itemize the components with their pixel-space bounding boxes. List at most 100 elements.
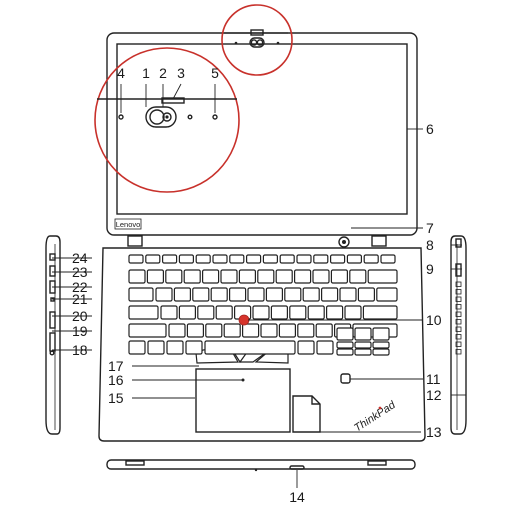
callout-17: 17 [108, 358, 124, 374]
keyboard-key [354, 341, 372, 349]
keyboard-key [229, 254, 245, 264]
fingerprint-reader [340, 373, 351, 384]
keyboard-key [166, 340, 184, 355]
callout-24: 24 [72, 250, 88, 266]
trackpoint [238, 314, 250, 326]
keyboard-key [246, 254, 262, 264]
keyboard-key [321, 287, 339, 302]
keyboard-key [265, 287, 283, 302]
keyboard-key [270, 305, 288, 320]
keyboard-key [160, 305, 178, 320]
callout-14: 14 [289, 489, 305, 505]
keyboard-key [128, 269, 146, 284]
vent-slot [455, 319, 462, 325]
keyboard-key [145, 254, 161, 264]
keyboard-key [197, 305, 215, 320]
callout-4: 4 [117, 65, 125, 81]
keyboard-key [307, 305, 325, 320]
keyboard-keys [128, 254, 398, 356]
callout-15: 15 [108, 390, 124, 406]
keyboard-key [183, 269, 201, 284]
keyboard-key [336, 348, 354, 356]
keyboard-key [344, 305, 362, 320]
keyboard-key [326, 305, 344, 320]
keyboard-key [372, 327, 390, 341]
keyboard-key [128, 323, 167, 338]
keyboard-key [363, 254, 379, 264]
vent-slot [455, 311, 462, 317]
keyboard-key [380, 254, 396, 264]
keyboard-key [297, 340, 315, 355]
vent-slot [455, 326, 462, 332]
keyboard-key [349, 269, 367, 284]
vent-slot [455, 304, 462, 310]
keyboard-key [128, 305, 159, 320]
keyboard-key [229, 287, 247, 302]
callout-labels: 1 2 3 4 5 6 7 8 9 10 11 12 13 14 15 16 1… [72, 65, 442, 505]
keyboard-key [220, 269, 238, 284]
vent-slot [455, 281, 462, 287]
lenovo-logo-box [114, 218, 142, 230]
keyboard-key [202, 269, 220, 284]
keyboard-key [330, 269, 348, 284]
callout-21: 21 [72, 291, 88, 307]
keyboard-key [354, 348, 372, 356]
keyboard-key [178, 305, 196, 320]
display-lid: Lenovo [106, 32, 418, 247]
keyboard-key [205, 323, 223, 338]
keyboard-key [354, 327, 372, 341]
keyboard-key [223, 323, 241, 338]
right-hinge [371, 235, 387, 247]
callout-9: 9 [426, 261, 434, 277]
camera-top-magnifier [221, 4, 293, 76]
callout-13: 13 [426, 424, 442, 440]
keyboard-key [297, 323, 315, 338]
vent-slot [455, 289, 462, 295]
vent-slot [455, 334, 462, 340]
callout-7: 7 [426, 220, 434, 236]
callout-1: 1 [142, 65, 150, 81]
keyboard-key [339, 287, 357, 302]
keyboard-key [146, 269, 164, 284]
callout-8: 8 [426, 237, 434, 253]
touchpad [195, 368, 291, 433]
keyboard-key [294, 269, 312, 284]
keyboard-key [204, 340, 296, 355]
keyboard-key [168, 323, 186, 338]
vent-slot [455, 349, 462, 355]
callout-20: 20 [72, 308, 88, 324]
callout-5: 5 [211, 65, 219, 81]
callout-6: 6 [426, 121, 434, 137]
callout-18: 18 [72, 342, 88, 358]
keyboard-key [215, 305, 233, 320]
keyboard-key [212, 254, 228, 264]
keyboard-key [262, 254, 278, 264]
keyboard-key [279, 254, 295, 264]
keyboard-key [336, 327, 354, 341]
power-button [338, 236, 350, 248]
keyboard-key [260, 323, 278, 338]
keyboard-key [284, 287, 302, 302]
keyboard-key [372, 348, 390, 356]
keyboard-key [289, 305, 307, 320]
left-hinge [127, 235, 143, 247]
callout-12: 12 [426, 387, 442, 403]
lenovo-logo: Lenovo [116, 220, 141, 229]
keyboard-key [357, 287, 375, 302]
keyboard-key [316, 340, 334, 355]
keyboard-key [165, 269, 183, 284]
nfc-mark [292, 395, 321, 433]
keyboard-key [192, 287, 210, 302]
left-side-view [45, 235, 61, 435]
thinkpad-logo: ThinkPad [352, 399, 398, 435]
keyboard-key [162, 254, 178, 264]
keyboard-key [313, 254, 329, 264]
keyboard-key [178, 254, 194, 264]
keyboard-key [128, 254, 144, 264]
keyboard-key [376, 287, 398, 302]
keyboard-key [155, 287, 173, 302]
callout-22: 22 [72, 279, 88, 295]
keyboard-key [242, 323, 260, 338]
keyboard-key [302, 287, 320, 302]
camera-large-magnifier [94, 47, 240, 193]
